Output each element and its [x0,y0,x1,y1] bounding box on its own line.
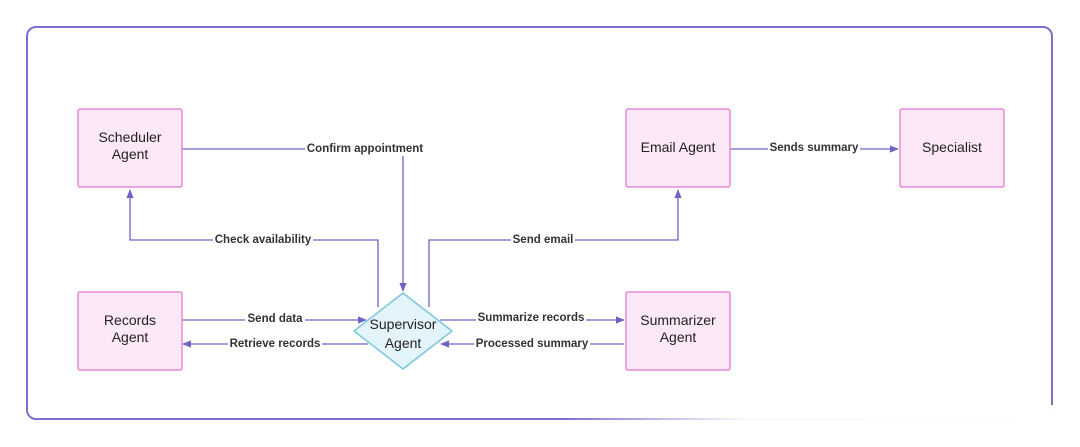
node-label: Agent [385,335,422,351]
edge-label-send-data: Send data [248,313,304,325]
node-label: Agent [112,329,149,345]
node-specialist: Specialist [899,108,1005,188]
edge-label-check-availability: Check availability [215,234,312,246]
edge-label-retrieve-records: Retrieve records [230,338,321,350]
edges [126,145,899,348]
edge-labels: Confirm appointment Check availability S… [213,140,860,352]
node-label: Agent [112,146,149,162]
node-label: Email Agent [641,139,716,155]
node-supervisor-agent: Supervisor Agent [352,292,454,370]
node-summarizer-agent: Summarizer Agent [625,291,731,371]
node-label: Supervisor [370,316,437,332]
edge-label-summarize-records: Summarize records [478,312,585,324]
node-records-agent: Records Agent [77,291,183,371]
node-label: Specialist [922,139,982,155]
node-label: Summarizer [640,312,716,328]
node-label: Records [104,312,156,328]
edge-confirm-appointment [182,148,407,292]
node-label: Scheduler [98,129,161,145]
edge-label-send-email: Send email [513,234,574,246]
node-email-agent: Email Agent [625,108,731,188]
edge-label-processed-summary: Processed summary [476,338,589,350]
edge-check-availability [126,189,379,307]
node-label: Agent [660,329,697,345]
edge-label-confirm-appointment: Confirm appointment [307,143,423,155]
edge-send-email [428,189,682,307]
node-scheduler-agent: Scheduler Agent [77,108,183,188]
bottom-fade-overlay [560,405,1080,447]
diagram-frame [26,26,1053,420]
edge-label-sends-summary: Sends summary [770,142,859,154]
